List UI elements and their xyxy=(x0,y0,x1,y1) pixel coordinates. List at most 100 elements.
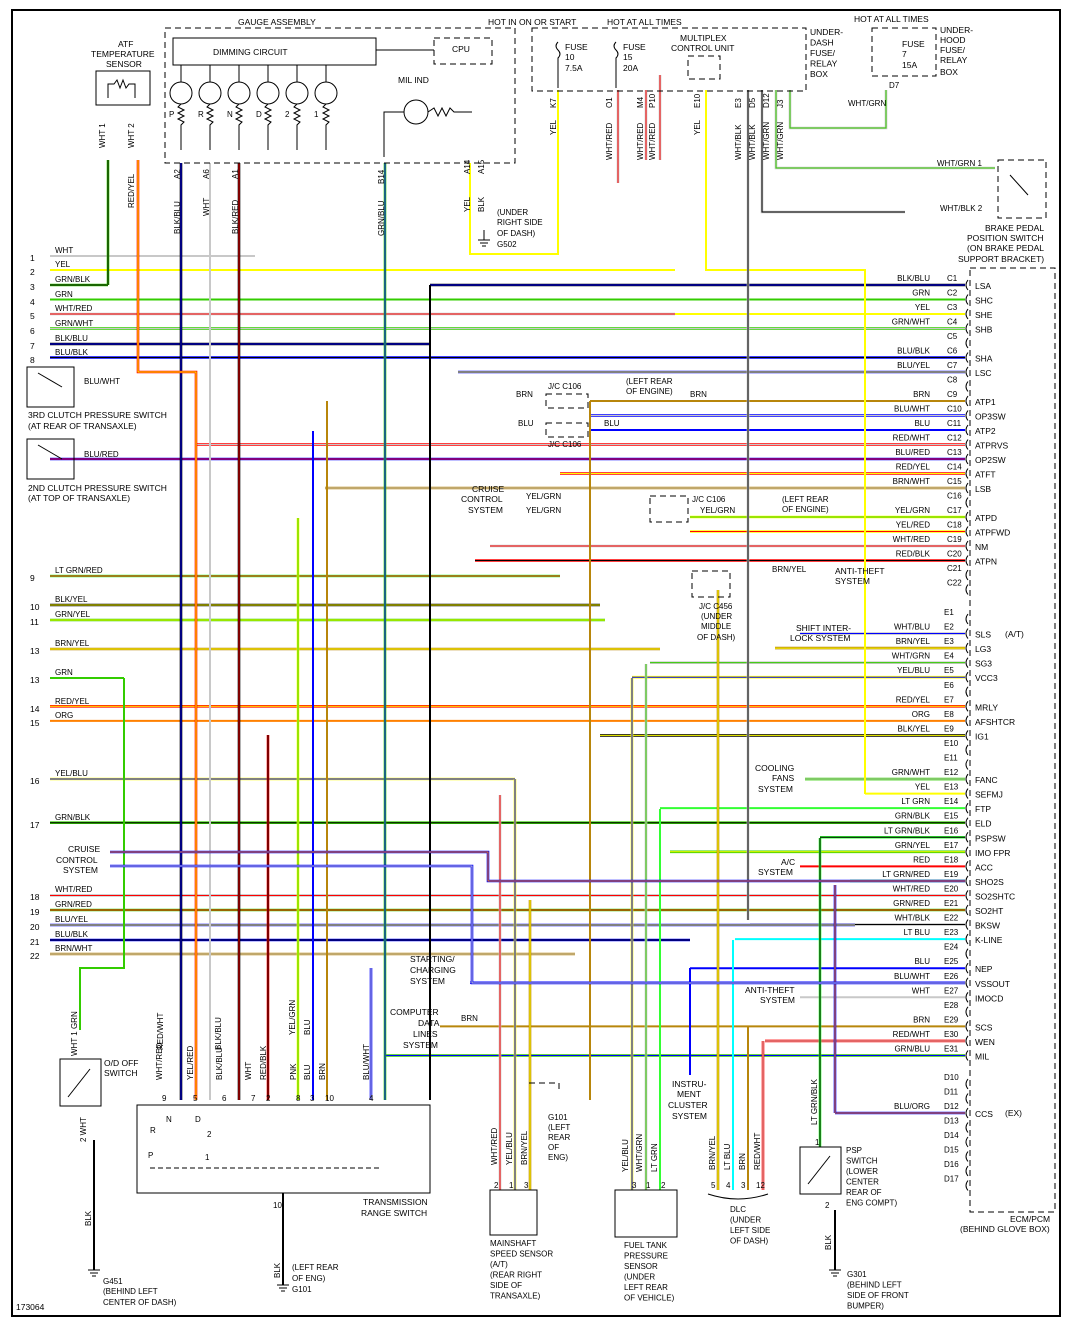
left-wire-label: BLU/BLK xyxy=(55,930,89,939)
hood-box-label: HOOD xyxy=(940,35,966,45)
switch-icon xyxy=(37,444,63,460)
wire-stripe xyxy=(110,865,965,984)
mcu-label: MULTIPLEX xyxy=(680,33,727,43)
left-wire-label: BLU/YEL xyxy=(55,915,88,924)
wire-label: RED/BLK xyxy=(259,1045,268,1080)
left-wire-label: GRN xyxy=(55,668,73,677)
wire-label: YEL/BLU xyxy=(621,1139,630,1172)
g101-label: G101 xyxy=(548,1113,568,1122)
wire-label: RED/WHT xyxy=(753,1133,762,1170)
pin-b14: B14 xyxy=(377,169,386,184)
connector-pin-icon xyxy=(965,1078,969,1090)
ecm-wire-label: GRN/BLK xyxy=(895,812,931,821)
fuse-15-label: 15 xyxy=(623,52,633,62)
g101-label: G101 xyxy=(292,1285,312,1294)
location-label: OF ENGINE) xyxy=(626,387,673,396)
ecm-pin-c16: C16 xyxy=(947,492,962,501)
ground-icon xyxy=(88,1269,100,1277)
dlc-label: DLC xyxy=(730,1205,746,1214)
instrument-cluster-label: SYSTEM xyxy=(672,1111,707,1121)
ecm-terminal-wen: WEN xyxy=(975,1037,995,1047)
connector-pin-icon xyxy=(965,424,969,436)
ecm-terminal-lsb: LSB xyxy=(975,484,991,494)
resistor-icon xyxy=(292,103,302,150)
connector-pin-icon xyxy=(965,744,969,756)
left-wire-label: YEL xyxy=(55,260,71,269)
psp-pin: 2 xyxy=(825,1201,830,1210)
cpu-box xyxy=(433,37,493,65)
ecm-pin-e20: E20 xyxy=(944,884,959,893)
left-wire-number: 20 xyxy=(30,922,40,932)
left-wire-label: WHT xyxy=(55,246,73,255)
ecm-terminal-scs: SCS xyxy=(975,1022,993,1032)
wire-label: WHT xyxy=(202,198,211,216)
ecm-terminal-pspsw: PSPSW xyxy=(975,833,1006,843)
connector-pin-icon xyxy=(965,671,969,683)
ecm-wire-label: WHT xyxy=(912,986,930,995)
brake-switch-label: BRAKE PEDAL xyxy=(985,223,1044,233)
pin-a1: A1 xyxy=(231,169,240,179)
fuse-box-labels: UNDER-DASHFUSE/RELAYBOXK7YELO1WHT/REDM4W… xyxy=(549,27,843,160)
ecm-pin-e13: E13 xyxy=(944,783,959,792)
left-wire-label: GRN/BLK xyxy=(55,813,91,822)
mil-lamp-icon xyxy=(403,99,429,125)
left-wire-label: GRN/YEL xyxy=(55,610,91,619)
left-wire-number: 8 xyxy=(30,355,35,365)
gauge-assembly-box xyxy=(164,27,516,164)
g502-loc: RIGHT SIDE xyxy=(497,218,543,227)
ecm-pin-c14: C14 xyxy=(947,463,962,472)
sensor-pin: 2 xyxy=(494,1181,499,1190)
wire-label: PNK xyxy=(289,1063,298,1080)
2nd-clutch-label: 2ND CLUTCH PRESSURE SWITCH xyxy=(28,483,167,493)
fuse-box-label: DASH xyxy=(810,38,834,48)
connector-pin-icon xyxy=(965,1151,969,1162)
left-wire-number: 13 xyxy=(30,675,40,685)
wire-label: WHT/GRN xyxy=(848,99,886,108)
jc-c456-label: OF DASH) xyxy=(697,633,736,642)
ecm-wire-label: LT GRN xyxy=(901,797,930,806)
indicator-lamp-icon xyxy=(285,81,309,105)
2nd-clutch-label: (AT TOP OF TRANSAXLE) xyxy=(28,493,130,503)
ecm-pin-e26: E26 xyxy=(944,972,959,981)
left-wire-number: 2 xyxy=(30,267,35,277)
sensor-pin: 3 xyxy=(632,1181,637,1190)
wire-label: BLU xyxy=(604,419,620,428)
tr-pin: 7 xyxy=(251,1094,256,1103)
jc-c106-label: J/C C106 xyxy=(548,382,582,391)
left-wire-number: 16 xyxy=(30,776,40,786)
mcu-label: CONTROL UNIT xyxy=(671,43,734,53)
psp-label: CENTER xyxy=(846,1178,879,1187)
wire-label: BLK/BLU xyxy=(215,1047,224,1080)
wire-label: WHT/RED xyxy=(636,122,645,160)
indicator-lamp-icon xyxy=(169,81,193,105)
connector-pin-icon xyxy=(965,933,969,945)
ecm-pin-d12: D12 xyxy=(944,1102,959,1111)
wires-layer xyxy=(50,75,995,1292)
ecm-pin-c5: C5 xyxy=(947,332,958,341)
atf-sensor-label: ATF xyxy=(118,39,133,49)
tr-pin: 3 xyxy=(310,1094,315,1103)
ecm-wire-label: WHT/BLK xyxy=(894,914,930,923)
hood-box-label: FUSE/ xyxy=(940,45,966,55)
ecm-terminal-so2shtc: SO2SHTC xyxy=(975,891,1015,901)
connector-pin-icon xyxy=(965,875,969,887)
wire-label: BRN/YEL xyxy=(772,565,807,574)
ecm-wire-label: BLU/ORG xyxy=(894,1102,930,1111)
lamp-label: N xyxy=(227,110,233,119)
ecm-pin-c4: C4 xyxy=(947,318,958,327)
gauge-title: GAUGE ASSEMBLY xyxy=(238,17,316,27)
ecm-pin-e15: E15 xyxy=(944,812,959,821)
ecm-terminal-imocd: IMOCD xyxy=(975,993,1003,1003)
lamp-label: 2 xyxy=(285,110,290,119)
ground-icon xyxy=(478,230,490,247)
ecm-pin-c7: C7 xyxy=(947,361,958,370)
ecm-wire-label: WHT/GRN xyxy=(892,652,930,661)
anti-theft-label: SYSTEM xyxy=(760,995,795,1005)
wire-label: WHT/RED xyxy=(155,1042,164,1080)
resistor-icon xyxy=(321,103,331,150)
ecm-pin-c10: C10 xyxy=(947,405,962,414)
ecm-wire-label: BRN xyxy=(913,390,930,399)
ecm-pin-e6: E6 xyxy=(944,681,954,690)
ecm-wire-label: YEL xyxy=(915,783,931,792)
fuel-tank-label: OF VEHICLE) xyxy=(624,1294,675,1303)
